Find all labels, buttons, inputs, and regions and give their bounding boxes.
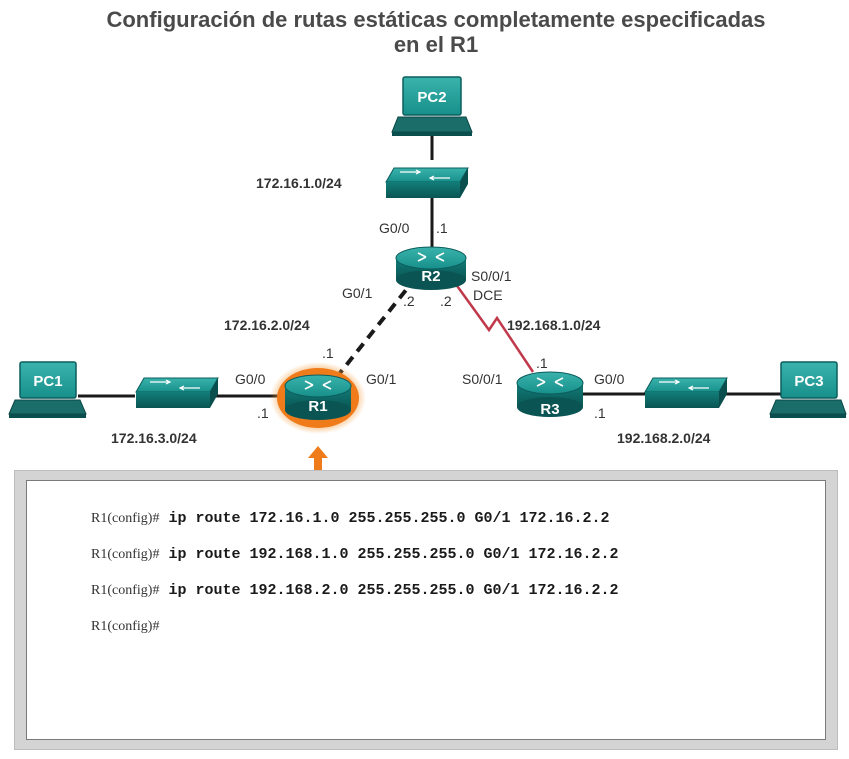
- diagram-title-line2: en el R1: [394, 32, 478, 57]
- r2-s001-label: S0/0/1: [471, 268, 512, 284]
- diagram-title-line1: Configuración de rutas estáticas complet…: [106, 7, 765, 32]
- cli-prompt: R1(config)#: [91, 511, 160, 526]
- network-label-pc2: 172.16.1.0/24: [256, 175, 342, 191]
- pc2-device: PC2: [391, 76, 473, 136]
- network-label-r2-r3: 192.168.1.0/24: [507, 317, 601, 333]
- pc2-label: PC2: [417, 89, 446, 106]
- cli-command: ip route 192.168.1.0 255.255.255.0 G0/1 …: [159, 546, 619, 563]
- r1-g01-label: G0/1: [366, 371, 397, 387]
- r2-g00-label: G0/0: [379, 220, 410, 236]
- r2-g00-addr: .1: [436, 220, 448, 236]
- cli-line: R1(config)# ip route 172.16.1.0 255.255.…: [37, 492, 825, 528]
- link-r1-r2-dashed: [334, 283, 412, 380]
- r1-pointer-arrow-icon: [308, 446, 328, 470]
- cli-line: R1(config)# ip route 192.168.2.0 255.255…: [37, 564, 825, 600]
- network-label-r1-r2: 172.16.2.0/24: [224, 317, 310, 333]
- r3-label: R3: [540, 401, 559, 418]
- r2-dce-label: DCE: [473, 287, 503, 303]
- pc3-label: PC3: [794, 373, 823, 390]
- r2-s001-addr: .2: [440, 293, 452, 309]
- cli-line: R1(config)#: [37, 600, 825, 636]
- cli-prompt: R1(config)#: [91, 583, 160, 598]
- pc1-device: PC1: [8, 361, 87, 418]
- network-label-pc1: 172.16.3.0/24: [111, 430, 197, 446]
- cli-command: ip route 192.168.2.0 255.255.255.0 G0/1 …: [159, 582, 619, 599]
- switch-right: [644, 377, 728, 408]
- r2-g01-addr: .2: [403, 293, 415, 309]
- pc3-device: PC3: [769, 361, 847, 418]
- r1-g01-addr: .1: [322, 345, 334, 361]
- router-r2: R2: [395, 246, 467, 290]
- cli-line: R1(config)# ip route 192.168.1.0 255.255…: [37, 528, 825, 564]
- network-topology-diagram: Configuración de rutas estáticas complet…: [8, 7, 847, 470]
- r1-g00-addr: .1: [257, 405, 269, 421]
- cli-prompt: R1(config)#: [91, 547, 160, 562]
- router-r1: R1: [270, 362, 366, 434]
- r3-g00-label: G0/0: [594, 371, 625, 387]
- r3-g00-addr: .1: [594, 405, 606, 421]
- switch-top: [385, 167, 469, 198]
- switch-left: [135, 377, 219, 408]
- cli-command: ip route 172.16.1.0 255.255.255.0 G0/1 1…: [159, 510, 610, 527]
- network-label-pc3: 192.168.2.0/24: [617, 430, 711, 446]
- r3-s001-label: S0/0/1: [462, 371, 503, 387]
- cli-prompt: R1(config)#: [91, 619, 160, 634]
- r1-g00-label: G0/0: [235, 371, 266, 387]
- r2-g01-label: G0/1: [342, 285, 373, 301]
- r2-label: R2: [421, 268, 440, 285]
- r3-s001-addr: .1: [536, 355, 548, 371]
- link-r2-r3-serial: [453, 282, 535, 373]
- r1-label: R1: [308, 398, 327, 415]
- cli-terminal-output: R1(config)# ip route 172.16.1.0 255.255.…: [26, 480, 826, 740]
- pc1-label: PC1: [33, 373, 62, 390]
- router-r3: R3: [516, 371, 584, 418]
- cli-terminal-panel: R1(config)# ip route 172.16.1.0 255.255.…: [14, 470, 838, 750]
